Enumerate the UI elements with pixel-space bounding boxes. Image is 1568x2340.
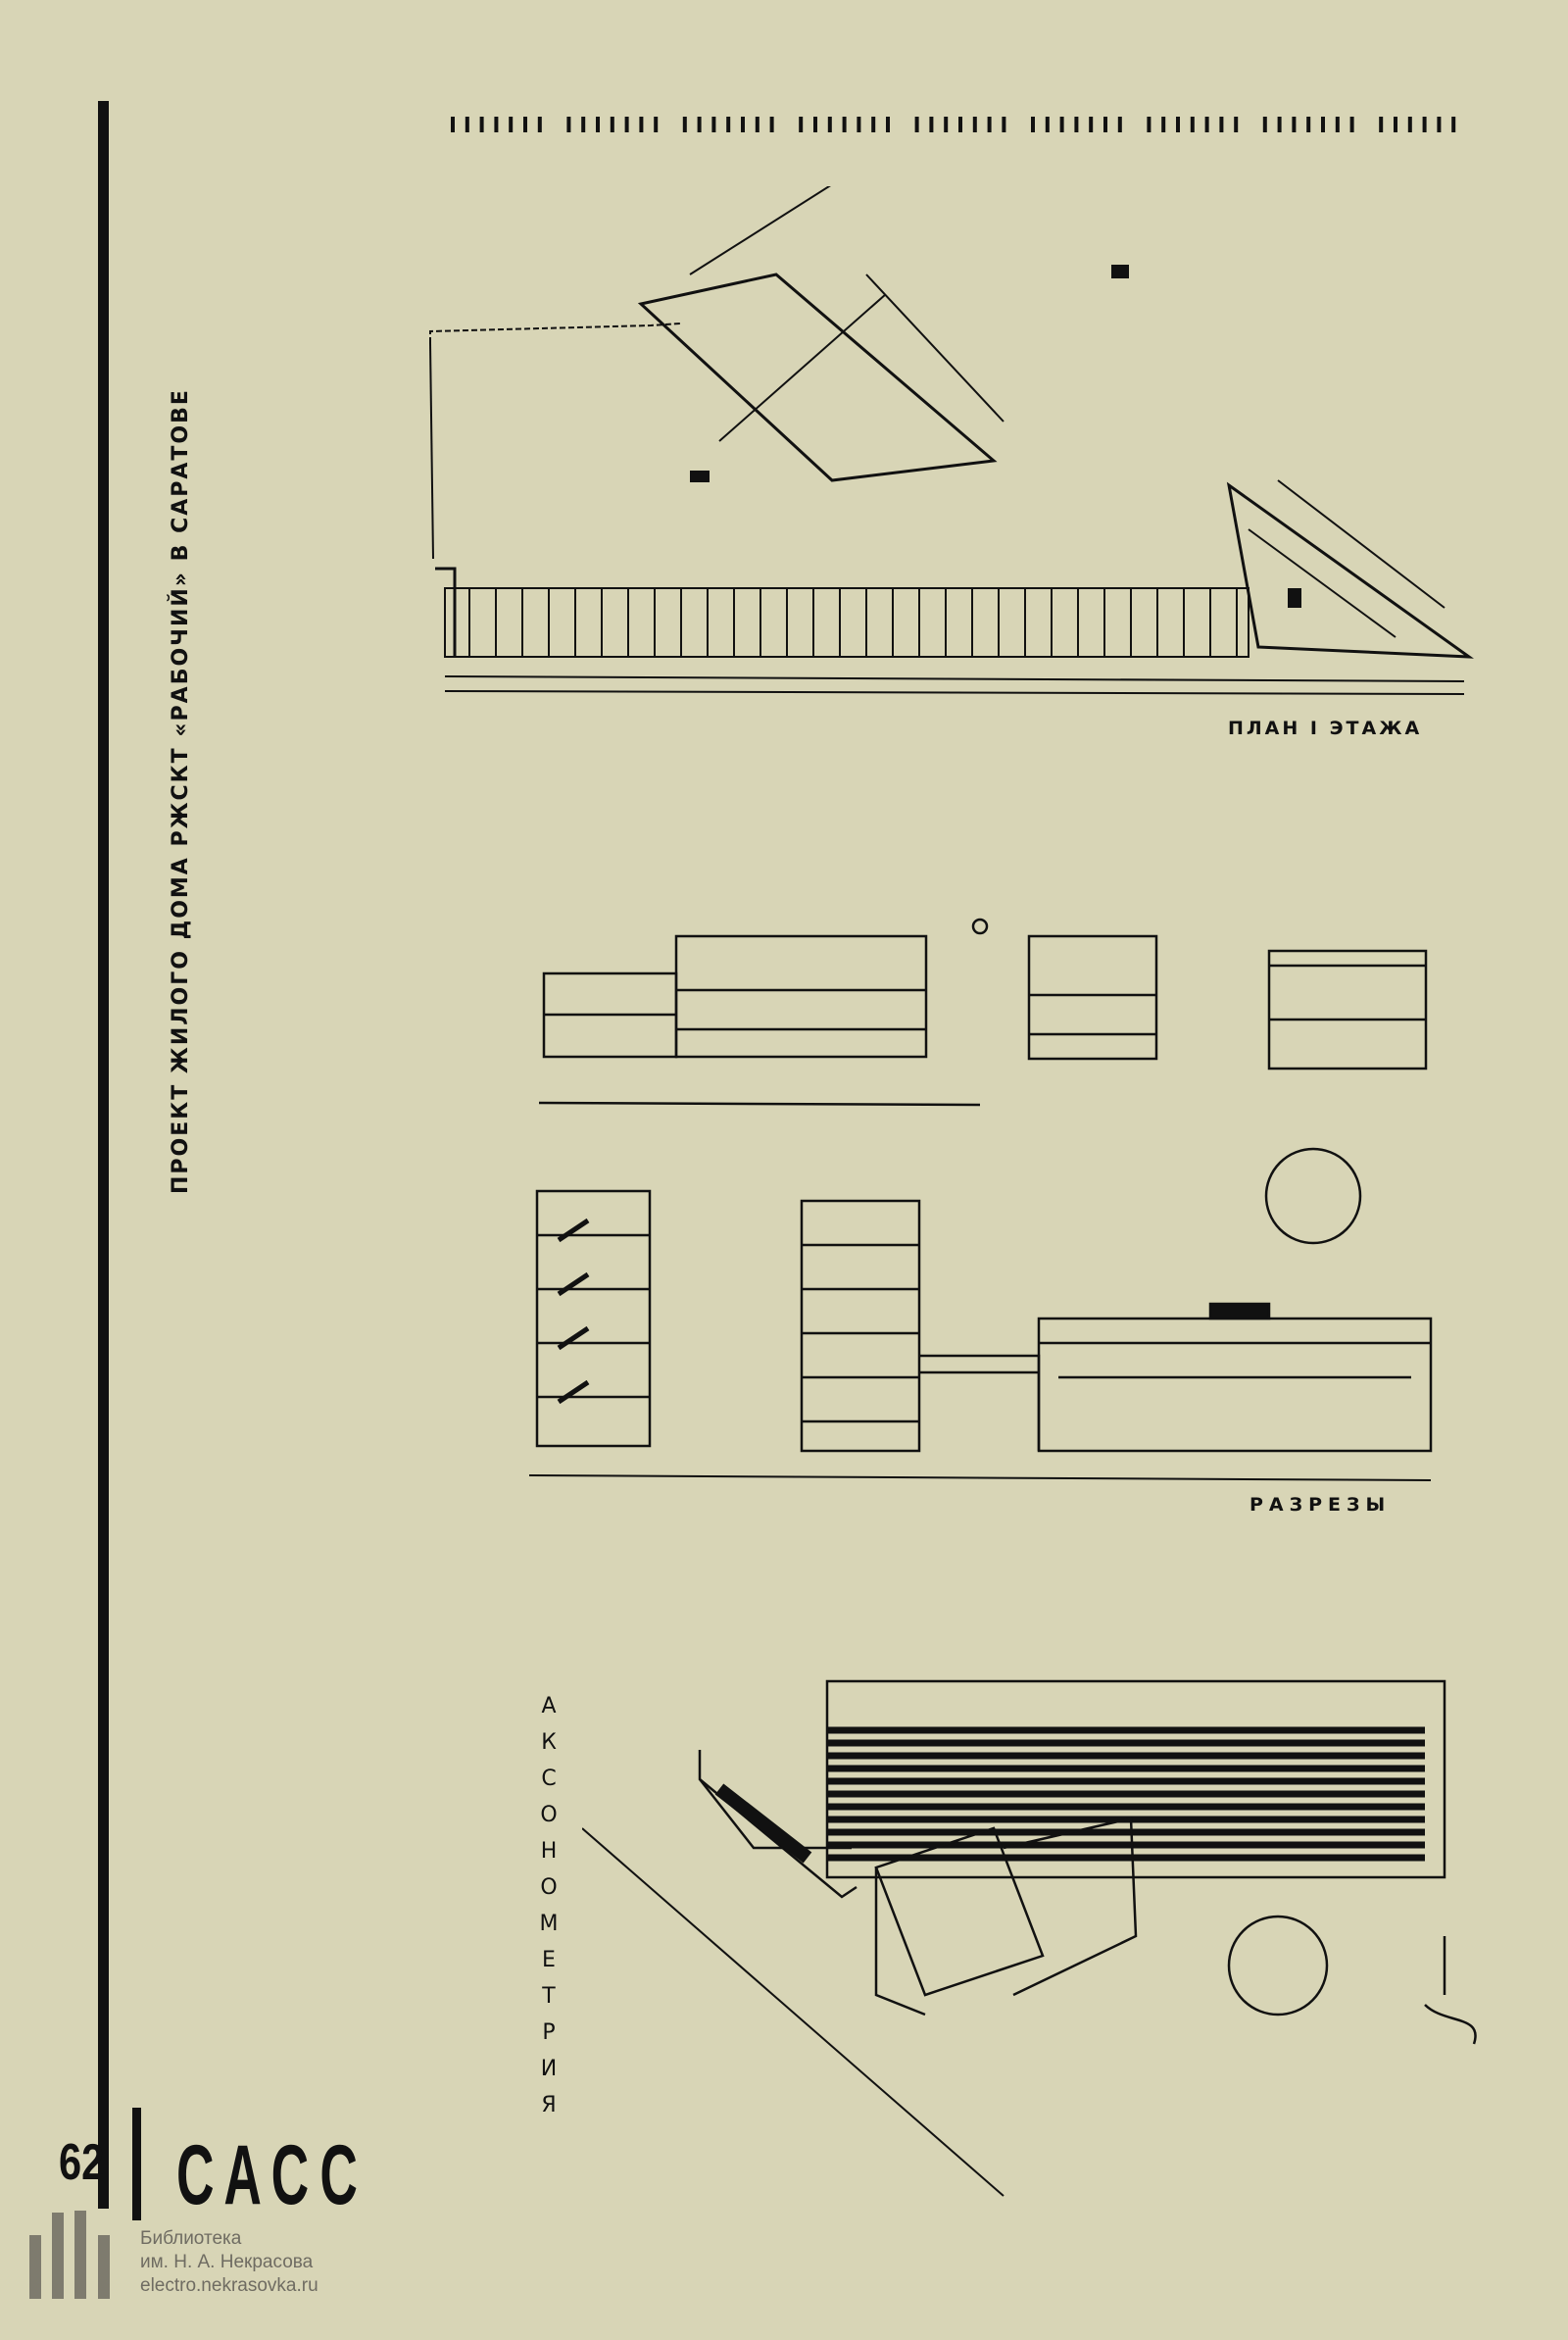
- axonometry-letter: Р: [542, 2020, 556, 2045]
- axonometry-letter: Н: [540, 1839, 558, 1864]
- library-watermark: Библиотека им. Н. А. Некрасова electro.n…: [140, 2227, 318, 2298]
- axonometry-drawing: [582, 1679, 1477, 2197]
- footer-rule: [132, 2108, 141, 2220]
- axonometry-letter: Т: [542, 1984, 556, 2009]
- axonometry-letter: Я: [541, 2093, 557, 2117]
- page-number: 62: [59, 2134, 105, 2191]
- axonometry-label: А К С О Н О М Е Т Р И Я: [537, 1688, 561, 2123]
- axonometry-letter: М: [539, 1912, 559, 1936]
- axonometry-letter: Е: [542, 1948, 556, 1972]
- sections-label: РАЗРЕЗЫ: [1250, 1494, 1392, 1516]
- axonometry-letter: К: [541, 1730, 557, 1755]
- floor-plan-drawing: [429, 186, 1475, 695]
- watermark-line: Библиотека: [140, 2228, 242, 2249]
- axonometry-letter: И: [540, 2057, 558, 2081]
- axonometry-letter: А: [541, 1694, 557, 1718]
- magazine-logo: САСС: [176, 2128, 369, 2222]
- plan-label: ПЛАН I ЭТАЖА: [1228, 718, 1423, 739]
- watermark-line: им. Н. А. Некрасова: [140, 2252, 314, 2272]
- margin-rule: [98, 101, 109, 2209]
- axonometry-letter: О: [540, 1875, 558, 1900]
- axonometry-letter: С: [541, 1767, 557, 1791]
- library-logo-icon: [29, 2211, 110, 2299]
- header-tick-line: [451, 117, 1456, 132]
- watermark-url: electro.nekrasovka.ru: [140, 2275, 318, 2296]
- sections-drawing: [528, 918, 1433, 1481]
- axonometry-letter: О: [540, 1803, 558, 1827]
- vertical-title: ПРОЕКТ ЖИЛОГО ДОМА РЖСКТ «РАБОЧИЙ» В САР…: [169, 388, 193, 1194]
